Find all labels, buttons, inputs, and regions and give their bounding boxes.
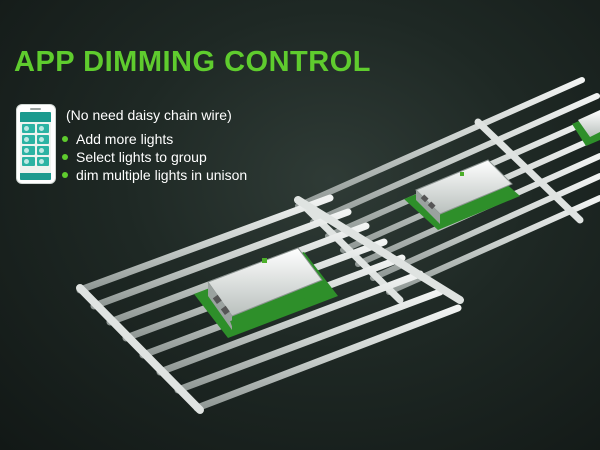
phone-app-icon bbox=[16, 104, 56, 184]
list-item: Select lights to group bbox=[62, 148, 247, 166]
light-fixture-front bbox=[76, 194, 464, 414]
list-item: Add more lights bbox=[62, 130, 247, 148]
bullet-dot-icon bbox=[62, 136, 68, 142]
wireless-note: (No need daisy chain wire) bbox=[66, 107, 232, 123]
list-item: dim multiple lights in unison bbox=[62, 166, 247, 184]
light-fixture-far bbox=[572, 110, 600, 146]
light-fixture-back bbox=[294, 77, 600, 304]
bullet-dot-icon bbox=[62, 172, 68, 178]
driver-box-front bbox=[194, 247, 338, 338]
feature-text: Add more lights bbox=[76, 131, 174, 147]
driver-box-back bbox=[404, 159, 520, 230]
feature-list: Add more lights Select lights to group d… bbox=[62, 130, 247, 184]
bullet-dot-icon bbox=[62, 154, 68, 160]
feature-text: Select lights to group bbox=[76, 149, 207, 165]
page-title: APP DIMMING CONTROL bbox=[14, 46, 371, 78]
feature-text: dim multiple lights in unison bbox=[76, 167, 248, 183]
